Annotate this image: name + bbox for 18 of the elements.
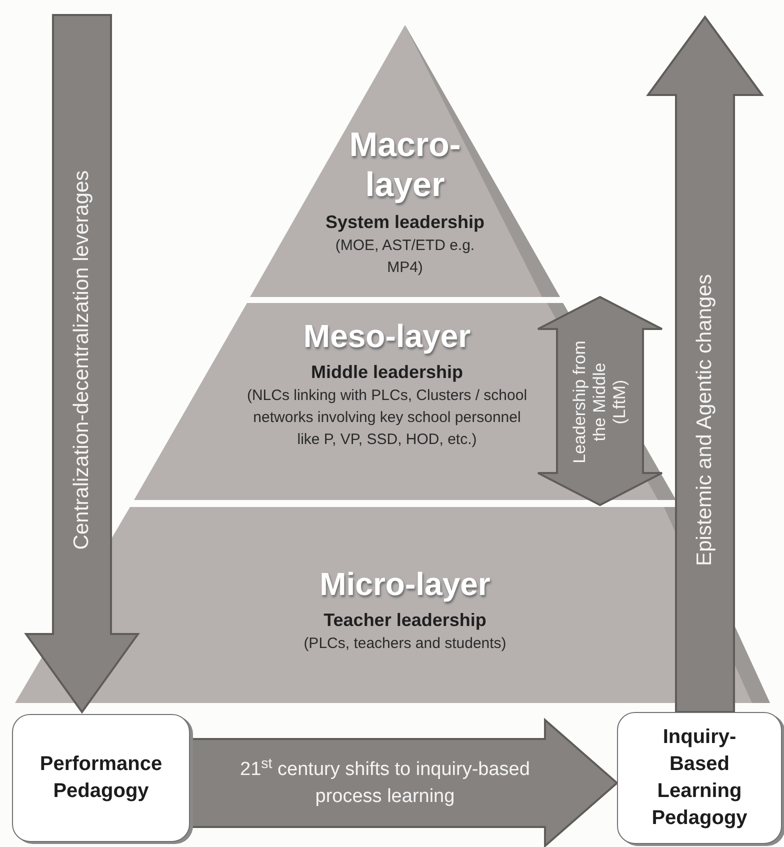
- pedagogy-label: Performance Pedagogy: [38, 752, 164, 804]
- block-arrow: [24, 14, 140, 714]
- layer-title: Meso-layer: [303, 317, 471, 355]
- layer-description: (MOE, AST/ETD e.g. MP4): [334, 236, 476, 278]
- arrow-label: Epistemic and Agentic changes: [693, 274, 716, 566]
- layer-subtitle: Middle leadership: [310, 361, 464, 383]
- layer-title: Macro-layer: [348, 125, 462, 205]
- block-arrow: [537, 296, 663, 506]
- layer-subtitle: Teacher leadership: [324, 609, 486, 631]
- arrow-label: Centralization-decentralization leverages: [70, 170, 93, 550]
- arrow-label: Leadership from the Middle (LftM): [570, 340, 629, 464]
- layer-description: (NLCs linking with PLCs, Clusters / school networks involving key school personnel like P, VP, SSD, HOD, etc.): [246, 386, 528, 450]
- layer-title: Micro-layer: [320, 565, 490, 603]
- layer-description: (PLCs, teachers and students): [302, 634, 508, 654]
- pedagogy-label: Inquiry-Based Learning Pedagogy: [650, 725, 748, 831]
- arrow-label: 21$^{st}$ century shifts to inquiry-based process learning: [240, 759, 530, 807]
- layer-subtitle: System leadership: [325, 211, 485, 233]
- block-arrow: [646, 15, 764, 713]
